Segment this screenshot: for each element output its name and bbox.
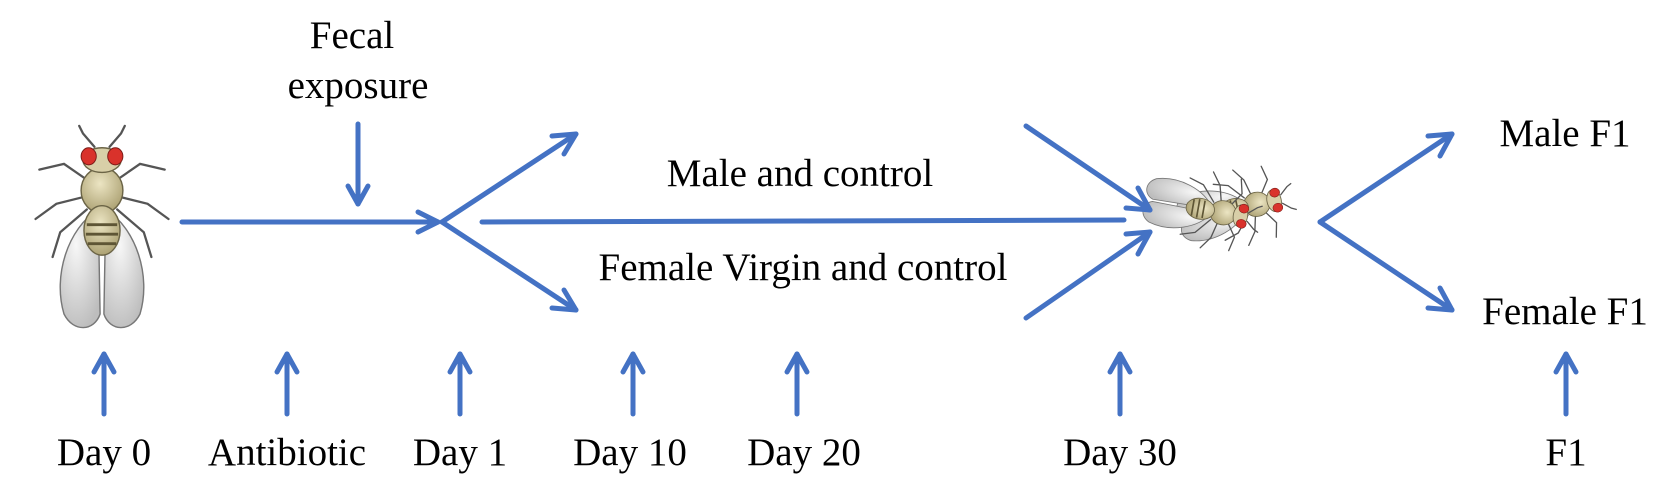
fecal-exposure-arrow xyxy=(345,121,371,207)
f1-arrow-down xyxy=(1317,219,1455,313)
mating-flies-icon xyxy=(1137,158,1303,260)
fecal-exposure-label-line1: Fecal xyxy=(310,14,395,57)
timeline-arrows xyxy=(91,351,1579,417)
female-f1-label: Female F1 xyxy=(1482,290,1648,333)
male-branch-label: Male and control xyxy=(667,152,934,195)
fecal-exposure-label-line2: exposure xyxy=(288,64,429,107)
f1-arrow-up xyxy=(1317,131,1455,225)
timeline-label-day30: Day 30 xyxy=(1063,431,1177,474)
timeline-labels: Day 0 Antibiotic Day 1 Day 10 Day 20 Day… xyxy=(57,431,1587,474)
male-f1-label: Male F1 xyxy=(1499,112,1630,155)
timeline-arrow-day30 xyxy=(1107,351,1133,417)
timeline-arrow-day0 xyxy=(91,351,117,417)
timeline-arrow-antibiotic xyxy=(274,351,300,417)
female-branch-label: Female Virgin and control xyxy=(599,246,1008,289)
timeline-label-f1: F1 xyxy=(1545,431,1586,474)
timeline-arrow-day20 xyxy=(784,351,810,417)
middle-line xyxy=(479,217,1127,225)
fruit-fly-icon xyxy=(34,124,170,329)
timeline-label-day20: Day 20 xyxy=(747,431,861,474)
timeline-arrow-day1 xyxy=(447,351,473,417)
converge-arrow-bottom xyxy=(1023,229,1153,321)
arrow-to-day1 xyxy=(179,209,441,235)
timeline-arrow-f1 xyxy=(1553,351,1579,417)
timeline-label-day1: Day 1 xyxy=(413,431,507,474)
branch-arrow-down xyxy=(439,219,579,313)
timeline-label-day10: Day 10 xyxy=(573,431,687,474)
timeline-arrow-day10 xyxy=(620,351,646,417)
timeline-label-antibiotic: Antibiotic xyxy=(208,431,366,474)
converge-arrow-top xyxy=(1023,123,1153,213)
branch-arrow-up xyxy=(439,131,579,225)
timeline-label-day0: Day 0 xyxy=(57,431,151,474)
